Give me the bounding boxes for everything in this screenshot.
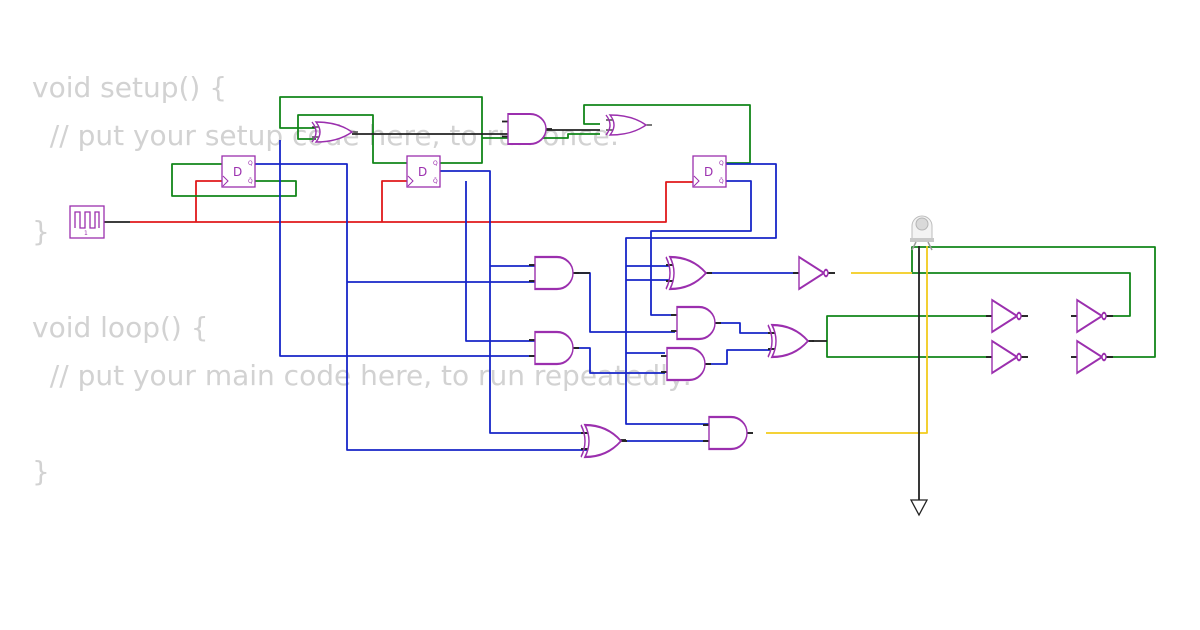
pin-stubs	[104, 129, 827, 441]
d-flip-flop-3[interactable]: D Q Q̄	[692, 155, 727, 188]
not-gate-2[interactable]	[984, 298, 1030, 334]
flip-flop-pin-qbar: Q̄	[433, 178, 438, 185]
and-gate-5[interactable]	[659, 346, 713, 382]
or-gate-3[interactable]	[664, 255, 714, 291]
and-gate-2[interactable]	[527, 255, 581, 291]
and-gate-6[interactable]	[701, 415, 755, 451]
ground-icon[interactable]	[909, 499, 929, 517]
flip-flop-pin-qbar: Q̄	[719, 178, 724, 185]
code-line: void loop() {	[32, 311, 209, 344]
not-gate-1[interactable]	[791, 255, 837, 291]
d-flip-flop-2[interactable]: D Q Q̄	[406, 155, 441, 188]
clock-source[interactable]: 1	[69, 205, 105, 239]
flip-flop-label: D	[418, 165, 427, 179]
flip-flop-label: D	[704, 165, 713, 179]
flip-flop-label: D	[233, 165, 242, 179]
or-gate-5[interactable]	[579, 423, 629, 459]
and-gate-4[interactable]	[669, 305, 723, 341]
not-gate-4[interactable]	[984, 339, 1030, 375]
code-line: }	[32, 455, 50, 488]
flip-flop-pin-q: Q	[719, 160, 724, 167]
or-gate-1[interactable]	[311, 121, 359, 143]
clock-wires[interactable]	[130, 180, 694, 223]
and-gate-3[interactable]	[527, 330, 581, 366]
and-gate-1[interactable]	[500, 112, 554, 146]
d-flip-flop-1[interactable]: D Q Q̄	[221, 155, 256, 188]
not-gate-3[interactable]	[1069, 298, 1115, 334]
not-gate-5[interactable]	[1069, 339, 1115, 375]
or-gate-4[interactable]	[766, 323, 816, 359]
signal-wires[interactable]	[255, 140, 799, 451]
clock-value: 1	[84, 230, 88, 237]
led-icon[interactable]	[910, 215, 934, 251]
code-line: // put your main code here, to run repea…	[32, 359, 692, 392]
code-line: }	[32, 215, 50, 248]
led-wires[interactable]	[766, 246, 928, 434]
flip-flop-pin-q: Q	[248, 160, 253, 167]
code-line: void setup() {	[32, 71, 228, 104]
flip-flop-pin-qbar: Q̄	[248, 178, 253, 185]
flip-flop-pin-q: Q	[433, 160, 438, 167]
or-gate-2[interactable]	[605, 114, 653, 136]
